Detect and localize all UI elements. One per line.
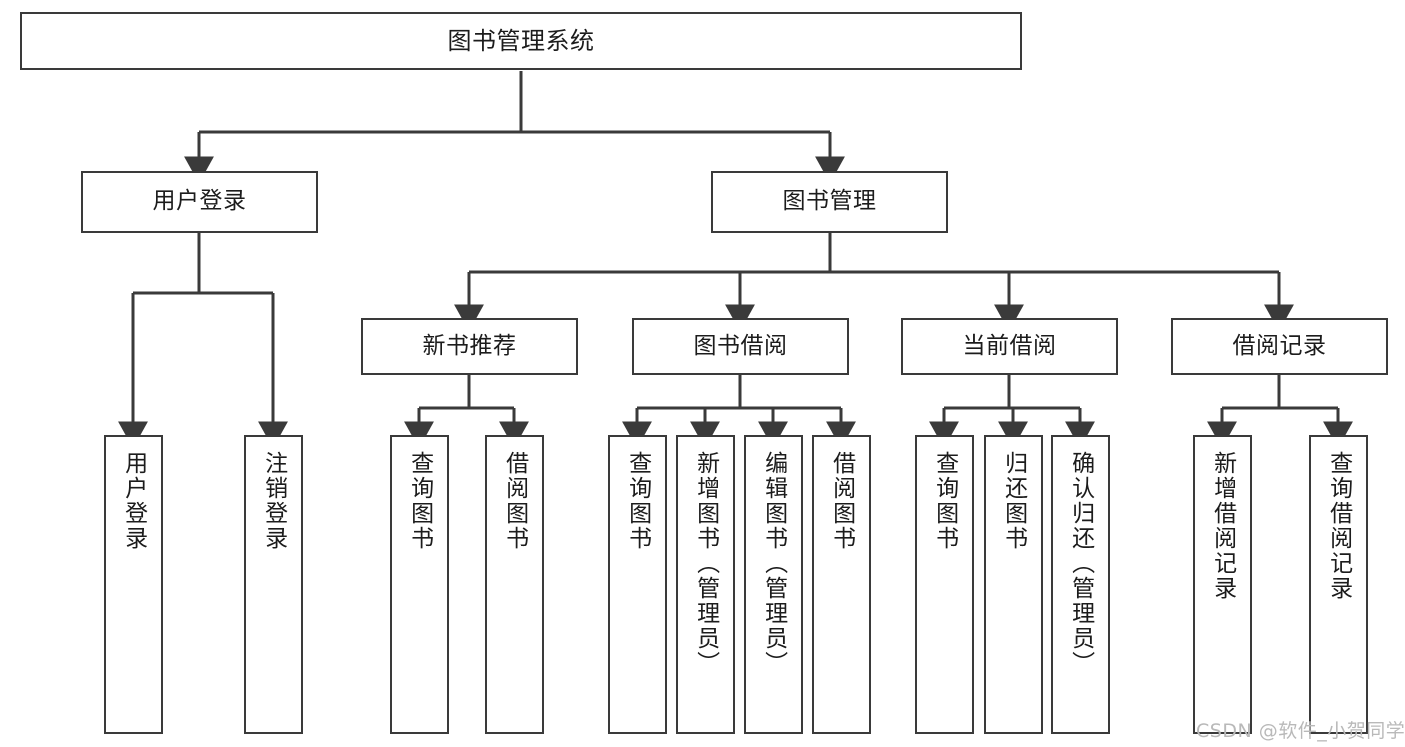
node-new-book-recommend-label: 新书推荐 — [422, 332, 517, 359]
node-leaf-borrow-book-2[interactable]: 借阅图书 — [812, 435, 871, 734]
node-leaf-edit-book-label: 编辑图书（管理员） — [760, 451, 787, 676]
node-book-manage[interactable]: 图书管理 — [711, 171, 948, 233]
node-leaf-query-book-2[interactable]: 查询图书 — [608, 435, 667, 734]
node-borrow-record[interactable]: 借阅记录 — [1171, 318, 1388, 375]
node-leaf-query-record-label: 查询借阅记录 — [1325, 451, 1352, 601]
node-leaf-query-book-2-label: 查询图书 — [624, 451, 651, 551]
node-leaf-add-record[interactable]: 新增借阅记录 — [1193, 435, 1252, 734]
node-new-book-recommend[interactable]: 新书推荐 — [361, 318, 578, 375]
node-leaf-edit-book[interactable]: 编辑图书（管理员） — [744, 435, 803, 734]
node-leaf-user-login-label: 用户登录 — [120, 451, 147, 551]
node-user-login-label: 用户登录 — [152, 188, 247, 215]
node-leaf-query-book-1[interactable]: 查询图书 — [390, 435, 449, 734]
node-leaf-borrow-book-2-label: 借阅图书 — [828, 451, 855, 551]
node-leaf-confirm-return[interactable]: 确认归还（管理员） — [1051, 435, 1110, 734]
node-leaf-borrow-book-1[interactable]: 借阅图书 — [485, 435, 544, 734]
node-leaf-query-book-3[interactable]: 查询图书 — [915, 435, 974, 734]
node-leaf-add-book-label: 新增图书（管理员） — [692, 451, 719, 676]
node-leaf-confirm-return-label: 确认归还（管理员） — [1067, 451, 1094, 676]
node-root[interactable]: 图书管理系统 — [20, 12, 1022, 70]
node-leaf-add-record-label: 新增借阅记录 — [1209, 451, 1236, 601]
node-leaf-add-book[interactable]: 新增图书（管理员） — [676, 435, 735, 734]
node-leaf-user-logout-label: 注销登录 — [260, 451, 287, 551]
node-user-login[interactable]: 用户登录 — [81, 171, 318, 233]
node-current-borrow-label: 当前借阅 — [962, 332, 1057, 359]
csdn-watermark: CSDN @软件_小贺同学 — [1196, 720, 1405, 742]
node-leaf-query-book-3-label: 查询图书 — [931, 451, 958, 551]
node-leaf-user-logout[interactable]: 注销登录 — [244, 435, 303, 734]
node-book-manage-label: 图书管理 — [782, 188, 877, 215]
node-leaf-query-record[interactable]: 查询借阅记录 — [1309, 435, 1368, 734]
node-book-borrow-label: 图书借阅 — [693, 332, 788, 359]
node-borrow-record-label: 借阅记录 — [1232, 332, 1327, 359]
node-root-label: 图书管理系统 — [447, 26, 595, 55]
node-leaf-query-book-1-label: 查询图书 — [406, 451, 433, 551]
node-leaf-user-login[interactable]: 用户登录 — [104, 435, 163, 734]
node-leaf-borrow-book-1-label: 借阅图书 — [501, 451, 528, 551]
node-current-borrow[interactable]: 当前借阅 — [901, 318, 1118, 375]
node-leaf-return-book-label: 归还图书 — [1000, 451, 1027, 551]
node-book-borrow[interactable]: 图书借阅 — [632, 318, 849, 375]
node-leaf-return-book[interactable]: 归还图书 — [984, 435, 1043, 734]
